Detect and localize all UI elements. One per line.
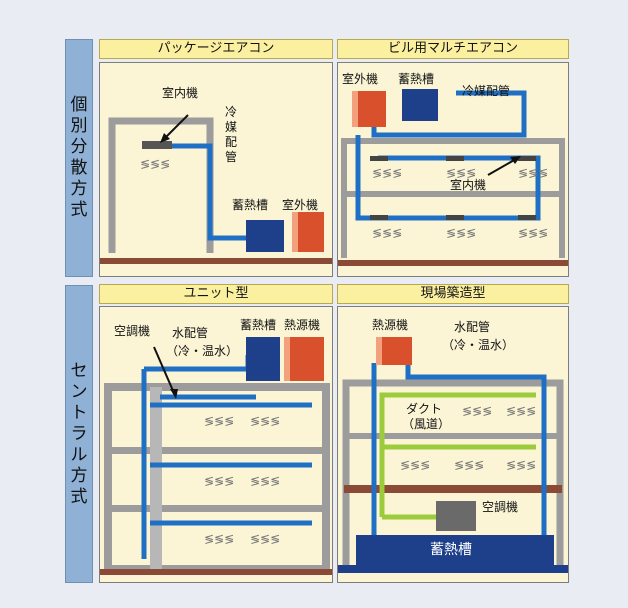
refrigerant-pipe	[371, 90, 527, 138]
indoor-unit	[370, 215, 388, 220]
floor-2	[108, 447, 326, 454]
multi-airflow-1: ≶≶≶	[372, 166, 403, 180]
package-airflow: ≶≶≶	[140, 157, 171, 171]
title-package: パッケージエアコン	[99, 39, 333, 59]
ahu	[436, 501, 476, 531]
water-pipe-loop	[371, 363, 547, 558]
building-frame	[341, 138, 565, 258]
multi-indoor-label: 室内機	[450, 178, 487, 192]
site-airflow-2: ≶≶≶	[506, 404, 537, 418]
multi-outdoor-label: 室外機	[342, 72, 379, 86]
unit-water-label: 水配管	[172, 326, 209, 340]
multi-airflow-3: ≶≶≶	[518, 166, 549, 180]
site-airflow-5: ≶≶≶	[506, 458, 537, 472]
heat-source-highlight	[376, 337, 382, 365]
thermal-tank	[246, 337, 280, 381]
unit-airflow-3: ≶≶≶	[204, 474, 235, 488]
panel-multi: 室外機 蓄熱槽 冷媒配管 ≶≶≶ ≶≶≶ ≶≶≶ 室内機 ≶≶≶ ≶≶≶ ≶≶≶	[337, 62, 569, 277]
thermal-tank	[402, 89, 438, 121]
multi-airflow-6: ≶≶≶	[518, 226, 549, 240]
refrigerant-pipe-lower	[355, 135, 541, 221]
unit-water-note: （冷・温水）	[166, 344, 239, 358]
heat-source	[284, 337, 324, 381]
core	[150, 387, 162, 569]
site-ahu-label: 空調機	[482, 500, 519, 514]
mid-floor	[346, 191, 560, 197]
heat-source-highlight	[284, 337, 290, 381]
unit-drawing	[100, 337, 332, 575]
arrowhead	[160, 133, 170, 143]
panel-package: 室内機 冷媒配管 ≶≶≶ 蓄熱槽 室外機	[99, 62, 333, 277]
multi-tank-label: 蓄熱槽	[398, 72, 435, 86]
panel-site: 熱源機 水配管 （冷・温水） ダクト （風道） ≶≶≶ ≶≶≶ ≶≶≶ ≶≶≶ …	[337, 306, 569, 583]
duct	[379, 392, 536, 517]
arrow	[163, 114, 189, 140]
unit-airflow-5: ≶≶≶	[204, 532, 235, 546]
multi-airflow-5: ≶≶≶	[446, 226, 477, 240]
indoor-unit	[518, 156, 536, 161]
refrigerant-pipe	[158, 143, 248, 241]
unit-tank-label: 蓄熱槽	[240, 318, 277, 332]
thermal-tank	[246, 220, 284, 252]
row-label-central: セントラル方式	[65, 285, 93, 583]
floor-3	[108, 505, 326, 512]
multi-refrigerant-label: 冷媒配管	[462, 84, 511, 98]
floor-2	[348, 433, 558, 439]
title-multi: ビル用マルチエアコン	[337, 39, 569, 59]
package-refrigerant-label: 冷媒配管	[224, 105, 237, 164]
row-label-individual: 個別分散方式	[65, 39, 93, 277]
arrow	[153, 346, 175, 394]
site-airflow-3: ≶≶≶	[400, 458, 431, 472]
arrow	[487, 158, 517, 176]
site-duct-label: ダクト	[406, 402, 443, 416]
title-unit: ユニット型	[99, 284, 333, 304]
water-pipe-branches	[150, 402, 312, 526]
unit-ahu-label: 空調機	[114, 324, 151, 338]
multi-airflow-4: ≶≶≶	[372, 226, 403, 240]
arrowhead	[510, 156, 521, 164]
indoor-unit	[370, 156, 388, 161]
site-water-note: （冷・温水）	[442, 338, 515, 352]
unit-airflow-4: ≶≶≶	[250, 474, 281, 488]
tank-base	[338, 565, 568, 573]
package-drawing	[100, 114, 332, 264]
unit-airflow-2: ≶≶≶	[250, 414, 281, 428]
floor	[100, 258, 332, 264]
package-outdoor-label: 室外機	[282, 198, 319, 212]
package-tank-label: 蓄熱槽	[232, 198, 269, 212]
row-label-individual-text: 個別分散方式	[70, 95, 88, 220]
package-indoor-label: 室内機	[162, 86, 199, 100]
unit-heat-label: 熱源機	[284, 318, 321, 332]
unit-airflow-6: ≶≶≶	[250, 532, 281, 546]
indoor-unit	[446, 215, 464, 220]
site-heat-label: 熱源機	[372, 318, 409, 332]
site-drawing	[338, 337, 568, 573]
outdoor-unit-highlight	[352, 91, 358, 127]
multi-drawing	[338, 89, 568, 266]
title-site: 現場築造型	[337, 284, 569, 304]
site-duct-note: （風道）	[402, 417, 451, 431]
site-airflow-1: ≶≶≶	[462, 404, 493, 418]
site-tank-label: 蓄熱槽	[430, 542, 472, 558]
outdoor-unit-highlight	[292, 212, 298, 252]
indoor-unit	[518, 215, 536, 220]
row-label-central-text: セントラル方式	[70, 360, 88, 507]
panel-unit: 空調機 水配管 （冷・温水） 蓄熱槽 熱源機 ≶≶≶ ≶≶≶ ≶≶≶ ≶≶≶ ≶…	[99, 306, 333, 583]
thermal-tank	[356, 535, 554, 565]
site-airflow-4: ≶≶≶	[454, 458, 485, 472]
indoor-unit	[446, 156, 464, 161]
floor	[100, 569, 332, 575]
arrowhead	[170, 389, 178, 399]
machine-floor	[344, 485, 562, 493]
multi-airflow-2: ≶≶≶	[446, 166, 477, 180]
floor	[338, 260, 568, 266]
indoor-unit	[142, 141, 172, 149]
unit-airflow-1: ≶≶≶	[204, 414, 235, 428]
building-frame	[342, 379, 564, 565]
site-water-label: 水配管	[454, 320, 491, 334]
